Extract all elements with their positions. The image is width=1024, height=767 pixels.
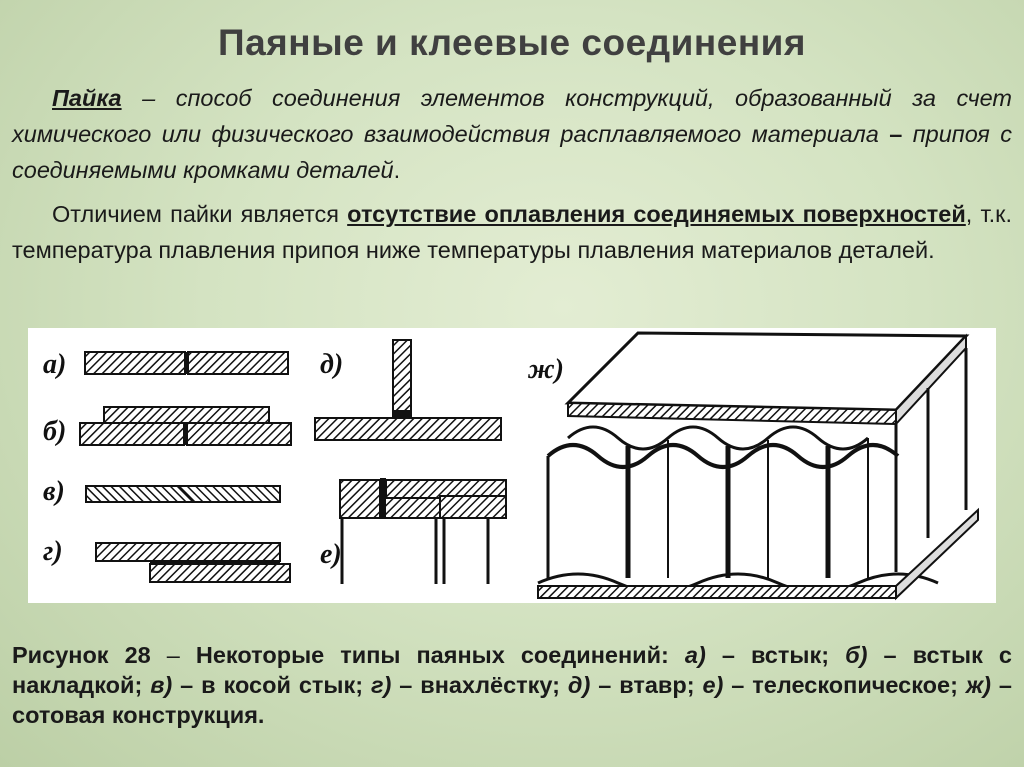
distinction-rest: , т.к. температура плавления припоя ниже… — [12, 201, 1012, 263]
honeycomb-structure — [537, 331, 979, 601]
label-b: б) — [43, 416, 66, 447]
slide-title: Паяные и клеевые соединения — [217, 22, 807, 63]
figure-drawing: а) б) в) г) д) — [43, 331, 979, 601]
joint-b-butt-overlay — [79, 406, 292, 446]
distinction-lead: Отличием пайки является — [52, 201, 348, 227]
definition-text-2: припоя с соединяемыми кромками деталей — [12, 121, 1012, 183]
caption-key-a: а) — [684, 642, 706, 668]
distinction-emphasis: отсутствие оплавления соединяемых поверх… — [347, 201, 966, 227]
definition-text-1: способ соединения элементов конструкций,… — [12, 85, 1012, 147]
caption-prefix: Рисунок 28 — [12, 642, 167, 668]
definition-dash-2: – — [889, 121, 903, 147]
label-e: е) — [320, 539, 342, 570]
caption-text-d: – втавр; — [590, 672, 703, 698]
joint-v-scarf — [85, 484, 281, 504]
caption-text-e: – телескопическое; — [723, 672, 966, 698]
joint-d-tee — [314, 339, 502, 441]
definition-dash: – — [121, 85, 176, 111]
label-a: а) — [43, 349, 66, 380]
caption-key-zh: ж) — [965, 672, 991, 698]
caption-text-g: – внахлёстку; — [391, 672, 568, 698]
definition-end: . — [393, 157, 401, 183]
caption-dash: – — [166, 642, 180, 668]
caption-key-g: г) — [371, 672, 392, 698]
caption-lead: Некоторые типы паяных соединений: — [179, 642, 685, 668]
caption-key-d: д) — [567, 672, 591, 698]
label-g: г) — [43, 536, 63, 567]
figure-caption: Рисунок 28 – Некоторые типы паяных соеди… — [12, 640, 1012, 730]
joint-g-lap — [95, 542, 291, 583]
solder-joints-figure: а) б) в) г) д) — [28, 328, 996, 603]
caption-text-zh: – сотовая конструкция. — [12, 672, 1012, 728]
distinction-paragraph: Отличием пайки является отсутствие оплав… — [12, 196, 1012, 268]
caption-text-b: – встык с накладкой; — [12, 642, 1012, 698]
joint-a-butt — [84, 351, 289, 375]
label-v: в) — [43, 476, 65, 507]
label-zh: ж) — [527, 354, 564, 385]
caption-key-v: в) — [150, 672, 173, 698]
caption-text-a: – встык; — [705, 642, 846, 668]
caption-key-e: е) — [702, 672, 724, 698]
joint-e-telescopic — [339, 478, 507, 584]
label-d: д) — [320, 349, 343, 380]
term-soldering: Пайка — [52, 85, 122, 111]
caption-text-v: – в косой стык; — [172, 672, 371, 698]
caption-key-b: б) — [845, 642, 868, 668]
definition-paragraph: Пайка – способ соединения элементов конс… — [12, 80, 1012, 188]
